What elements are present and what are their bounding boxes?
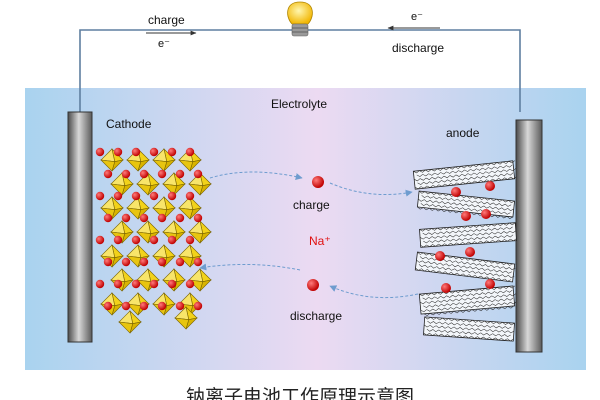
migrating-sodium-ion-charge — [312, 176, 324, 188]
sodium-ion — [157, 169, 167, 179]
sodium-ion — [121, 257, 131, 267]
sodium-ion — [149, 279, 159, 289]
octahedron-unit — [188, 268, 212, 292]
sodium-ion — [113, 235, 123, 245]
sodium-ion — [149, 147, 159, 157]
sodium-ion — [131, 235, 141, 245]
sodium-ion — [167, 235, 177, 245]
sodium-ion — [103, 213, 113, 223]
octahedron-unit — [188, 220, 212, 244]
intercalated-sodium-ion — [485, 279, 495, 289]
sodium-ion — [157, 301, 167, 311]
octahedron-unit — [118, 310, 142, 334]
sodium-ion — [103, 301, 113, 311]
sodium-ion — [131, 191, 141, 201]
sodium-ion — [167, 279, 177, 289]
sodium-ion — [175, 169, 185, 179]
sodium-ion — [113, 191, 123, 201]
sodium-ion — [157, 257, 167, 267]
top-charge-label: charge — [148, 13, 185, 27]
ion-charge-label: charge — [293, 198, 330, 212]
intercalated-sodium-ion — [435, 251, 445, 261]
sodium-ion — [103, 257, 113, 267]
sodium-ion — [113, 147, 123, 157]
cathode-electrode — [67, 111, 93, 343]
sodium-ion — [149, 191, 159, 201]
electrolyte-label: Electrolyte — [271, 97, 327, 111]
octahedron-unit — [174, 306, 198, 330]
sodium-ion — [95, 279, 105, 289]
sodium-ion — [139, 257, 149, 267]
sodium-ion — [175, 257, 185, 267]
sodium-ion — [185, 279, 195, 289]
anode-electrode — [515, 119, 543, 353]
octahedron-unit — [136, 268, 160, 292]
sodium-ion — [113, 279, 123, 289]
intercalated-sodium-ion — [451, 187, 461, 197]
sodium-ion — [157, 213, 167, 223]
intercalated-sodium-ion — [481, 209, 491, 219]
intercalated-sodium-ion — [465, 247, 475, 257]
sodium-ion — [131, 279, 141, 289]
graphite-layer — [418, 285, 517, 316]
octahedron-unit — [178, 196, 202, 220]
sodium-ion — [121, 169, 131, 179]
sodium-ion — [193, 257, 203, 267]
octahedron-unit — [136, 220, 160, 244]
octahedron-unit — [126, 244, 150, 268]
sodium-ion — [149, 235, 159, 245]
sodium-ion — [121, 213, 131, 223]
top-electron-right-label: e⁻ — [411, 11, 423, 23]
sodium-ion — [139, 169, 149, 179]
discharge-ion-path-arrow-right — [329, 285, 419, 299]
charge-ion-path-arrow-right — [329, 182, 413, 197]
intercalated-sodium-ion — [485, 181, 495, 191]
sodium-ion — [131, 147, 141, 157]
sodium-ion — [167, 147, 177, 157]
sodium-ion — [185, 147, 195, 157]
sodium-ion — [193, 213, 203, 223]
graphite-layer — [423, 316, 515, 342]
intercalated-sodium-ion — [441, 283, 451, 293]
diagram-caption: 钠离子电池工作原理示意图 — [185, 386, 414, 400]
light-bulb-icon — [287, 1, 313, 37]
ion-discharge-label: discharge — [290, 309, 342, 323]
top-electron-left-label: e⁻ — [158, 38, 170, 50]
octahedron-unit — [100, 196, 124, 220]
anode-carbon-layers — [412, 160, 517, 342]
sodium-ion — [193, 169, 203, 179]
sodium-ion — [167, 191, 177, 201]
sodium-ion — [193, 301, 203, 311]
sodium-ion-label: Na⁺ — [309, 234, 331, 248]
sodium-ion — [185, 191, 195, 201]
migrating-sodium-ion-discharge — [307, 279, 319, 291]
charge-ion-path-arrow-top — [209, 171, 303, 180]
sodium-ion — [175, 301, 185, 311]
graphite-layer — [419, 222, 517, 248]
intercalated-sodium-ion — [461, 211, 471, 221]
sodium-ion — [95, 235, 105, 245]
sodium-ion — [95, 147, 105, 157]
discharge-ion-path-arrow-left — [199, 263, 301, 271]
top-discharge-label: discharge — [392, 41, 444, 55]
sodium-ion — [185, 235, 195, 245]
cathode-crystal-lattice — [95, 147, 212, 334]
sodium-ion — [175, 213, 185, 223]
sodium-ion — [139, 213, 149, 223]
sodium-ion — [121, 301, 131, 311]
sodium-ion — [139, 301, 149, 311]
graphite-layer — [412, 160, 517, 190]
octahedron-unit — [188, 172, 212, 196]
anode-label: anode — [446, 126, 480, 140]
sodium-ion — [103, 169, 113, 179]
sodium-ion — [95, 191, 105, 201]
cathode-label: Cathode — [106, 117, 152, 131]
